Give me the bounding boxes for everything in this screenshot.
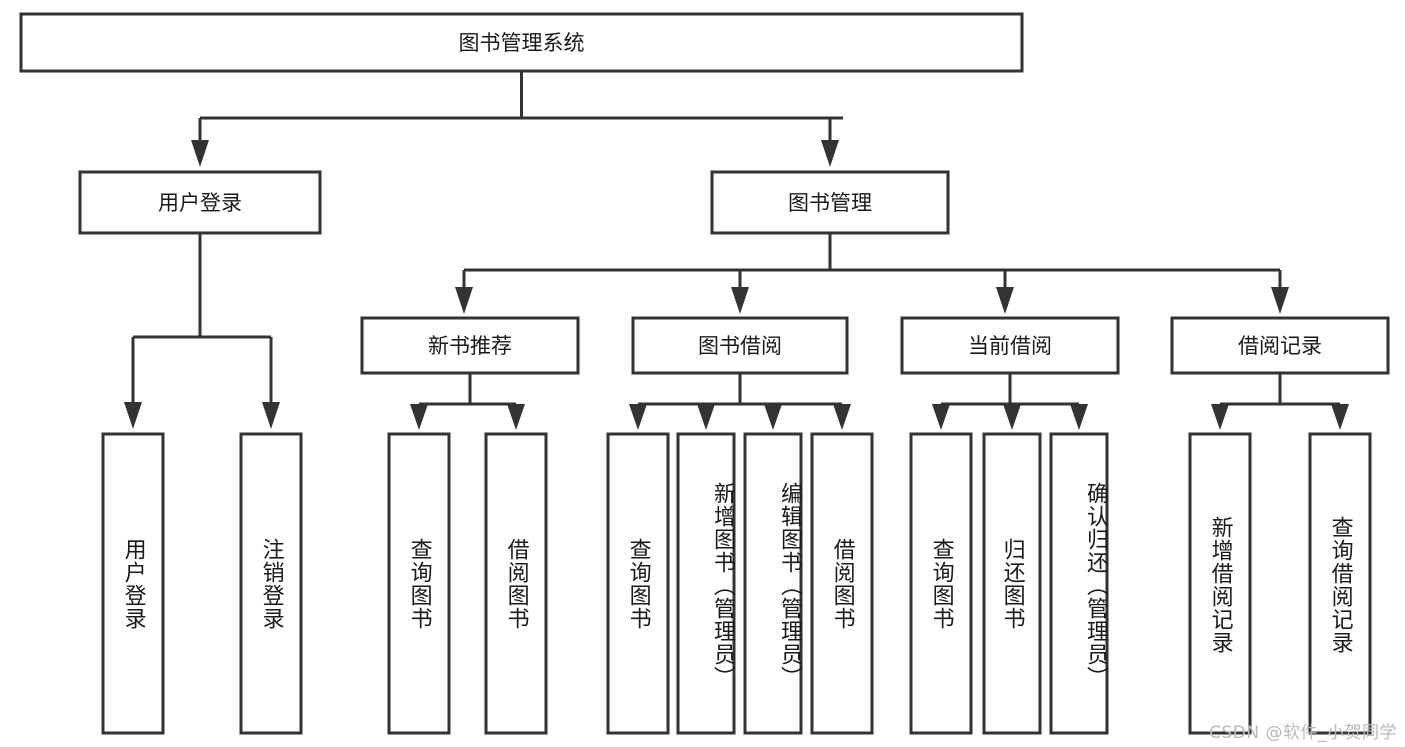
- arrowhead-confirm-return: [1070, 404, 1088, 430]
- connector-group-book-manage: [455, 233, 1289, 314]
- arrowhead-user-login: [191, 140, 209, 167]
- node-new-book-rec[interactable]: 新书推荐: [360, 316, 580, 375]
- node-current-borrow-box[interactable]: [900, 316, 1120, 375]
- node-root[interactable]: 图书管理系统: [19, 12, 1024, 73]
- arrowhead-edit-book: [764, 404, 782, 430]
- leaf-box-user-login[interactable]: [101, 432, 165, 735]
- arrowhead-query-book-a: [410, 404, 428, 430]
- connector-group-current-borrow: [932, 373, 1088, 430]
- connector-group-borrow-record: [1211, 373, 1349, 430]
- leaf-box-logout[interactable]: [239, 432, 303, 735]
- connector-group-user-login: [124, 233, 280, 429]
- connector-group-new-book-rec: [410, 373, 525, 430]
- arrowhead-return-book: [1003, 404, 1021, 430]
- leaf-box-add-book[interactable]: [676, 432, 736, 735]
- leaf-box-query-record[interactable]: [1308, 432, 1372, 735]
- leaf-box-add-record[interactable]: [1188, 432, 1252, 735]
- arrowhead-new-book-rec: [455, 287, 473, 314]
- node-book-manage-box[interactable]: [710, 170, 950, 235]
- arrowhead-borrow-record: [1271, 287, 1289, 314]
- leaf-boxes: [101, 432, 1372, 735]
- arrowhead-query-borrow-record: [1331, 404, 1349, 430]
- leaf-box-borrow-book-a[interactable]: [484, 432, 548, 735]
- leaf-box-query-book-b[interactable]: [606, 432, 670, 735]
- connector-group-root: [191, 71, 843, 167]
- node-user-login-box[interactable]: [78, 170, 322, 235]
- node-root-label: 图书管理系统: [459, 31, 585, 55]
- node-user-login[interactable]: 用户登录: [78, 170, 322, 235]
- arrowhead-query-book-b: [629, 404, 647, 430]
- node-user-login-label: 用户登录: [158, 191, 242, 215]
- node-root-box[interactable]: [19, 12, 1024, 73]
- arrowhead-leaf-user-login: [124, 402, 142, 429]
- node-book-borrow-label: 图书借阅: [698, 334, 782, 358]
- leaf-box-return-book[interactable]: [982, 432, 1042, 735]
- arrowhead-book-borrow: [731, 287, 749, 314]
- leaf-box-edit-book[interactable]: [743, 432, 803, 735]
- arrowhead-add-borrow-record: [1211, 404, 1229, 430]
- node-borrow-record-label: 借阅记录: [1238, 334, 1322, 358]
- arrowhead-borrow-book-b: [833, 404, 851, 430]
- leaf-box-query-book-a[interactable]: [387, 432, 451, 735]
- arrowhead-borrow-book-a: [507, 404, 525, 430]
- node-current-borrow-label: 当前借阅: [968, 334, 1052, 358]
- node-book-borrow-box[interactable]: [631, 316, 849, 375]
- leaf-box-confirm-return[interactable]: [1049, 432, 1109, 735]
- node-new-book-rec-box[interactable]: [360, 316, 580, 375]
- leaf-box-borrow-book-b[interactable]: [810, 432, 874, 735]
- arrowhead-add-book: [697, 404, 715, 430]
- connector-group-book-borrow: [629, 373, 851, 430]
- node-borrow-record[interactable]: 借阅记录: [1170, 316, 1390, 375]
- node-borrow-record-box[interactable]: [1170, 316, 1390, 375]
- csdn-watermark: CSDN @软件_小贺同学: [1209, 723, 1397, 743]
- arrowhead-book-manage: [821, 140, 839, 167]
- node-book-manage-label: 图书管理: [788, 191, 872, 215]
- node-new-book-rec-label: 新书推荐: [428, 334, 512, 358]
- node-current-borrow[interactable]: 当前借阅: [900, 316, 1120, 375]
- leaf-box-query-book-c[interactable]: [909, 432, 973, 735]
- node-book-borrow[interactable]: 图书借阅: [631, 316, 849, 375]
- arrowhead-query-book-c: [932, 404, 950, 430]
- arrowhead-current-borrow: [996, 287, 1014, 314]
- node-book-manage[interactable]: 图书管理: [710, 170, 950, 235]
- arrowhead-leaf-logout: [262, 402, 280, 429]
